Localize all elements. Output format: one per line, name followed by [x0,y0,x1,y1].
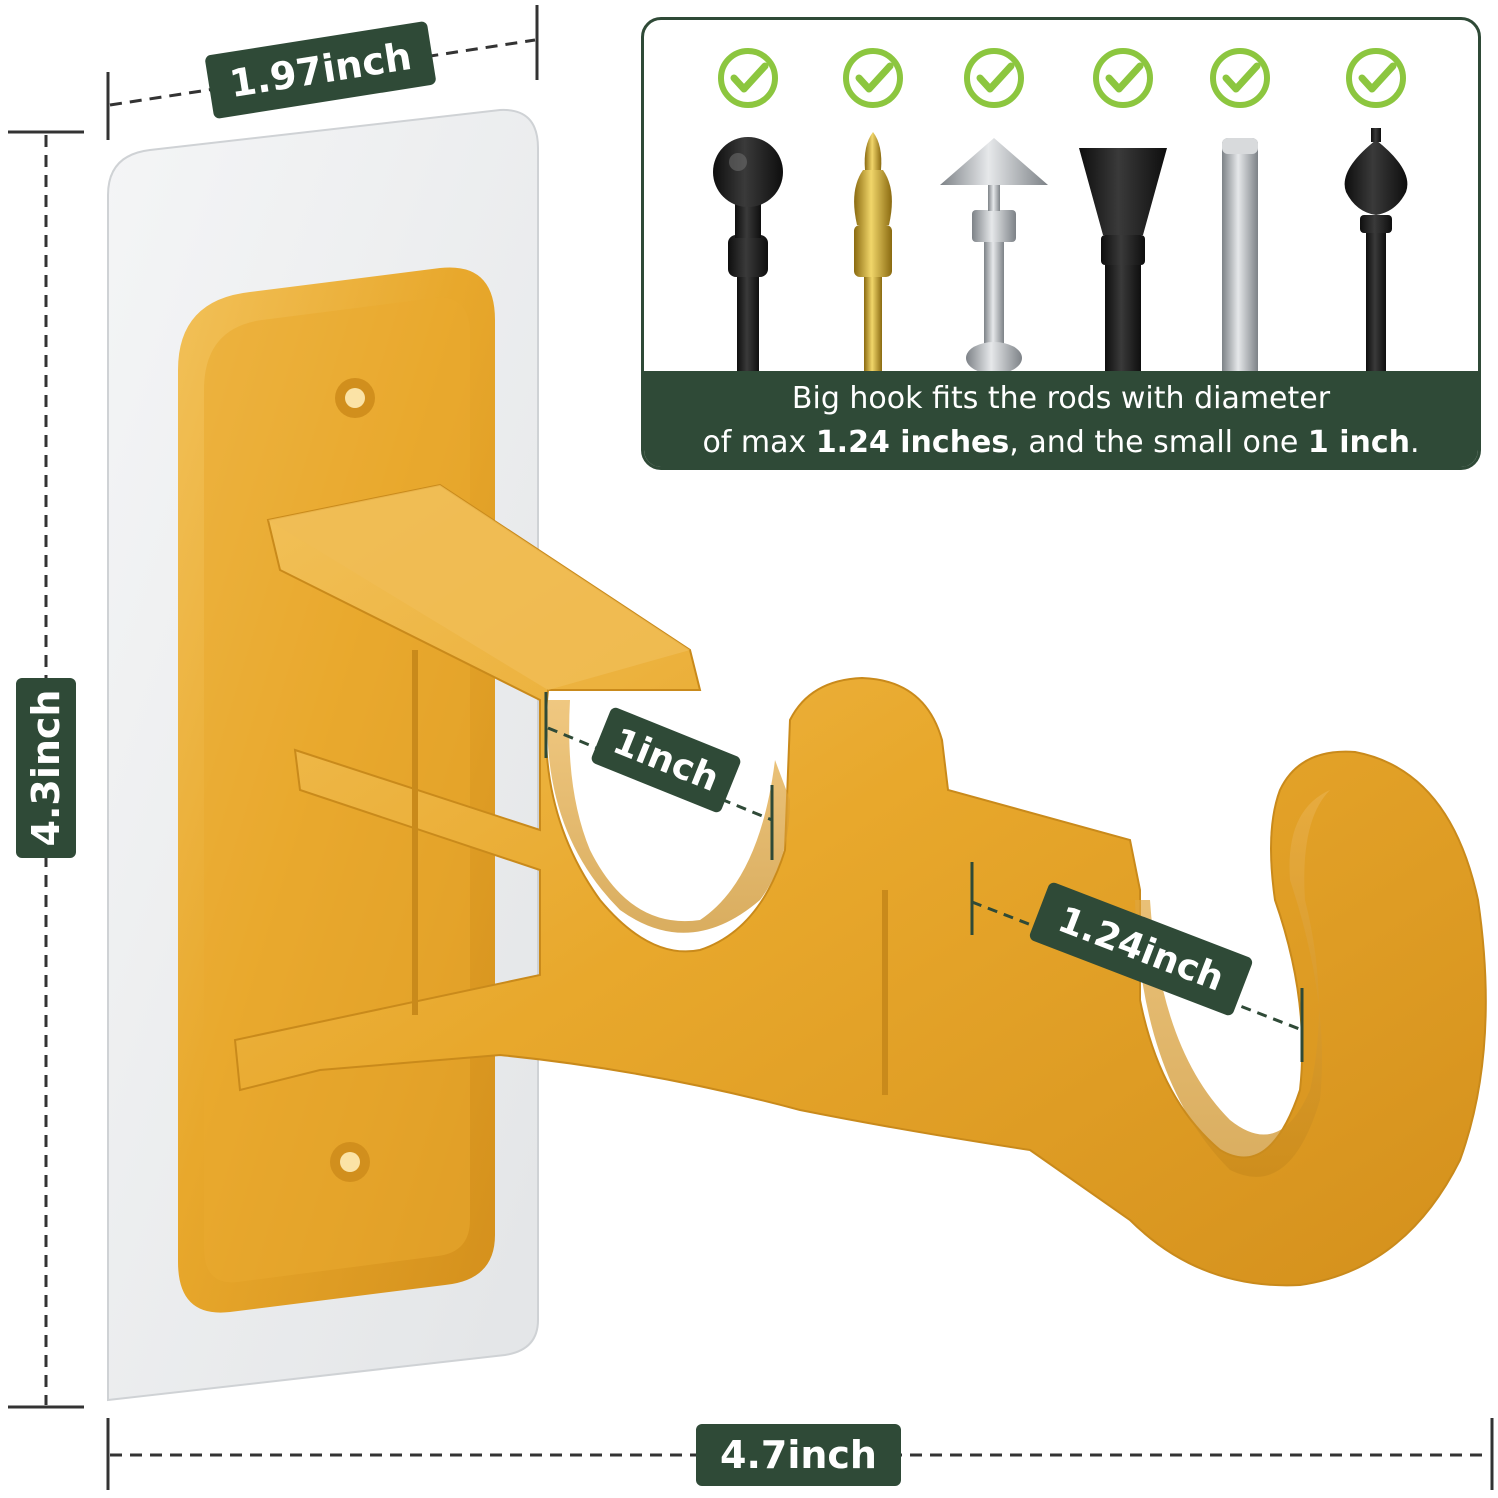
screw-hole-bottom-inner [340,1152,360,1172]
check-icon [964,48,1024,108]
caption-line-1: Big hook fits the rods with diameter [791,381,1331,416]
caption-small-hook-size: 1 inch [1307,425,1410,460]
check-icon [718,48,778,108]
length-label: 4.7inch [696,1424,901,1486]
caption-text: . [1410,425,1420,460]
width-dimension-line [109,38,536,107]
caption-line-2: of max 1.24 inches, and the small one 1 … [644,421,1478,465]
black-ball-rod-icon [713,137,783,375]
rods-row [713,48,1408,378]
brass-urn-rod-icon [854,132,892,375]
check-icon [1346,48,1406,108]
caption-big-hook-size: 1.24 inches [815,425,1010,460]
height-label: 4.3inch [16,678,76,858]
caption-text: , and the small one [1009,425,1308,460]
silver-plain-rod-icon [1222,138,1258,378]
rods-caption: Big hook fits the rods with diameter of … [644,371,1478,467]
caption-text: of max [702,425,816,460]
check-icon [843,48,903,108]
bracket-big-hook-cradle [1135,790,1330,1177]
screw-hole-top-inner [345,388,365,408]
black-trumpet-rod-icon [1079,148,1167,375]
silver-pyramid-rod-icon [940,138,1048,374]
check-icon [1093,48,1153,108]
check-icon [1210,48,1270,108]
bracket-arm-top-face [268,485,690,690]
black-finial-rod-icon [1344,128,1408,375]
rods-compatibility-panel: Big hook fits the rods with diameter of … [641,17,1481,470]
